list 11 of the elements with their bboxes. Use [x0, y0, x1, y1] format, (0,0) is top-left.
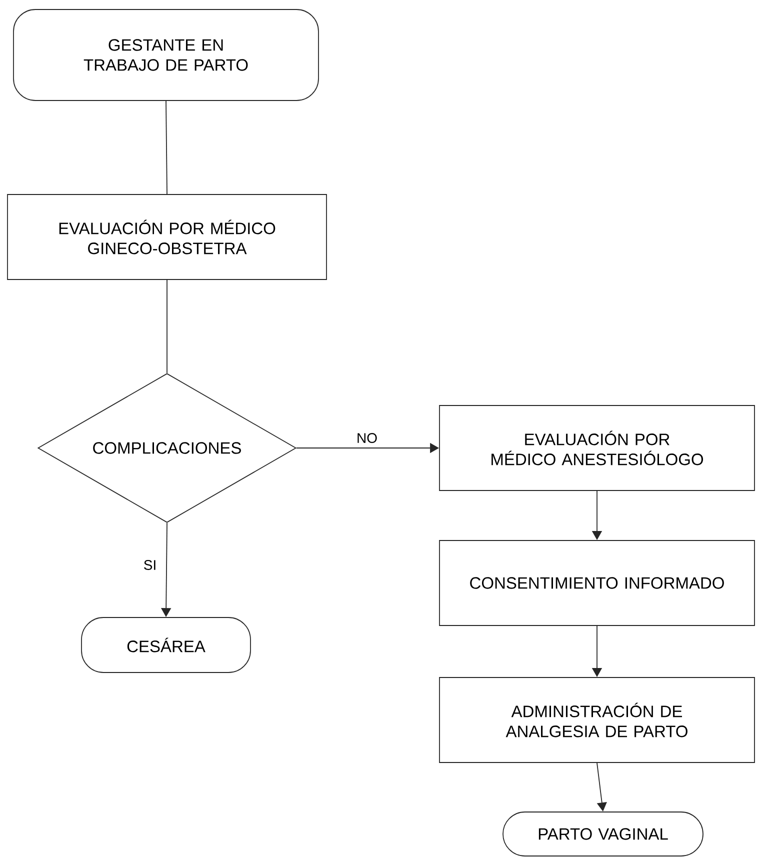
terminal-box: GESTANTE EN TRABAJO DE PARTO — [13, 9, 319, 101]
process-box: EVALUACIÓN POR MÉDICO GINECO-OBSTETRA — [7, 194, 327, 280]
terminal-box: CESÁREA — [81, 617, 251, 673]
process-box: EVALUACIÓN POR MÉDICO ANESTESIÓLOGO — [439, 405, 755, 491]
edge-label: NO — [356, 432, 378, 444]
terminal-box: PARTO VAGINAL — [502, 812, 704, 856]
edge-label: SI — [142, 559, 158, 571]
process-box: CONSENTIMIENTO INFORMADO — [439, 540, 755, 626]
connector-line — [166, 280, 168, 374]
connector-line — [166, 100, 168, 194]
process-box: ADMINISTRACIÓN DE ANALGESIA DE PARTO — [439, 677, 755, 763]
